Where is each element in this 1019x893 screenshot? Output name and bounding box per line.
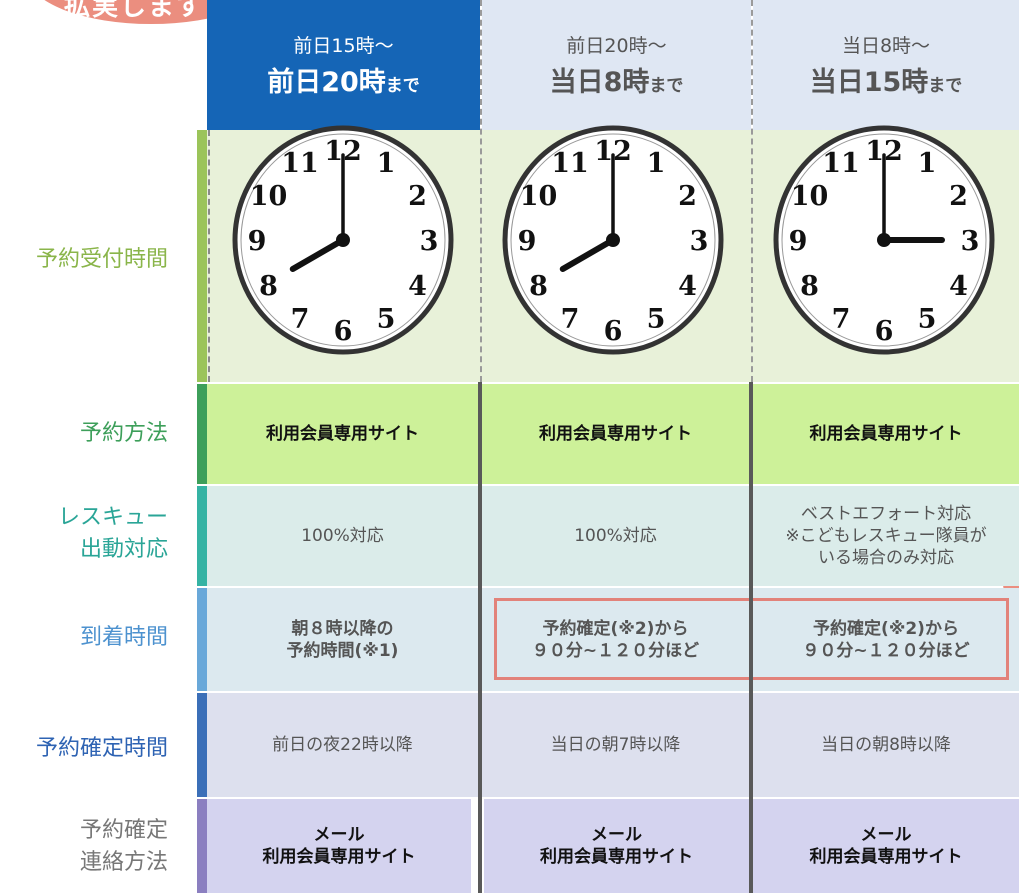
row-label-confirm-time: 予約確定時間 bbox=[35, 736, 168, 761]
clock-numeral: 6 bbox=[334, 316, 353, 347]
clock-numeral: 1 bbox=[918, 148, 937, 179]
clock-numeral: 3 bbox=[690, 226, 709, 257]
cell-arrival-2: 予約確定(※2)から ９０分~１２０分ほど bbox=[482, 588, 749, 691]
cell-arrival-3: 予約確定(※2)から ９０分~１２０分ほど bbox=[753, 588, 1019, 691]
callout-text: 拡実します! bbox=[64, 0, 218, 22]
dashed-divider bbox=[751, 0, 753, 382]
dashed-divider bbox=[480, 0, 482, 382]
header-time-to: 当日8時まで bbox=[549, 67, 684, 98]
cell-contact-3: メール 利用会員専用サイト bbox=[753, 799, 1019, 893]
clock-center-pin bbox=[606, 233, 620, 247]
clock-numeral: 1 bbox=[647, 148, 666, 179]
clock-numeral: 10 bbox=[791, 181, 829, 212]
row-bar-arrival bbox=[197, 588, 207, 691]
clock-hour-hand bbox=[559, 237, 616, 272]
header-time-from: 当日8時〜 bbox=[841, 35, 931, 57]
clock-numeral: 4 bbox=[678, 271, 697, 302]
column-separator bbox=[749, 382, 753, 893]
clock-numeral: 7 bbox=[561, 304, 580, 335]
cell-confirm-3: 当日の朝8時以降 bbox=[753, 693, 1019, 797]
row-bar-reception bbox=[197, 130, 207, 382]
row-bar-contact bbox=[197, 799, 207, 893]
clock-numeral: 6 bbox=[604, 316, 623, 347]
header-time-to: 前日20時まで bbox=[267, 67, 420, 98]
cell-contact-1: メール 利用会員専用サイト bbox=[207, 799, 471, 893]
clock-numeral: 4 bbox=[949, 271, 968, 302]
column-header-3: 当日8時〜 当日15時まで bbox=[753, 0, 1019, 130]
clock-numeral: 2 bbox=[408, 181, 427, 212]
clock-inner-ring bbox=[510, 133, 716, 347]
clock-numeral: 6 bbox=[875, 316, 894, 347]
clock-numeral: 5 bbox=[377, 304, 396, 335]
clock-numeral: 9 bbox=[518, 226, 537, 257]
header-time-from: 前日20時〜 bbox=[566, 35, 667, 57]
clock-center-pin bbox=[336, 233, 350, 247]
clock-inner-ring bbox=[240, 133, 446, 347]
column-separator bbox=[478, 382, 482, 893]
clock-numeral: 7 bbox=[832, 304, 851, 335]
cell-contact-2: メール 利用会員専用サイト bbox=[484, 799, 749, 893]
cell-confirm-1: 前日の夜22時以降 bbox=[207, 693, 478, 797]
cell-arrival-1: 朝８時以降の 予約時間(※1) bbox=[207, 588, 478, 691]
clock-numeral: 4 bbox=[408, 271, 427, 302]
clock-numeral: 9 bbox=[789, 226, 808, 257]
clock-numeral: 8 bbox=[529, 271, 548, 302]
cell-method-2: 利用会員専用サイト bbox=[482, 384, 749, 484]
cell-rescue-1: 100%対応 bbox=[207, 486, 478, 586]
clock-numeral: 5 bbox=[647, 304, 666, 335]
clock-numeral: 3 bbox=[961, 226, 980, 257]
row-label-rescue: レスキュー出動対応 bbox=[57, 505, 168, 562]
cell-method-3: 利用会員専用サイト bbox=[753, 384, 1019, 484]
clock-numeral: 11 bbox=[551, 148, 589, 179]
clock-inner-ring bbox=[781, 133, 987, 347]
clock-numeral: 3 bbox=[420, 226, 439, 257]
row-label-booking-method: 予約方法 bbox=[79, 421, 168, 446]
header-time-from: 前日15時〜 bbox=[293, 35, 394, 57]
clock-numeral: 2 bbox=[678, 181, 697, 212]
row-bar-confirm bbox=[197, 693, 207, 797]
clock-numeral: 10 bbox=[250, 181, 288, 212]
cell-method-1: 利用会員専用サイト bbox=[207, 384, 478, 484]
clock-numeral: 5 bbox=[918, 304, 937, 335]
cell-rescue-3: ベストエフォート対応 ※こどもレスキュー隊員が いる場合のみ対応 bbox=[753, 486, 1019, 586]
clock-numeral: 2 bbox=[949, 181, 968, 212]
clock-numeral: 11 bbox=[281, 148, 319, 179]
row-label-contact-method: 予約確定連絡方法 bbox=[79, 818, 168, 875]
column-header-1: 前日15時〜 前日20時まで bbox=[207, 0, 480, 130]
clock-numeral: 8 bbox=[800, 271, 819, 302]
clock-numeral: 8 bbox=[259, 271, 278, 302]
row-bar-method bbox=[197, 384, 207, 484]
clock-numeral: 7 bbox=[291, 304, 310, 335]
cell-confirm-2: 当日の朝7時以降 bbox=[482, 693, 749, 797]
header-time-to: 当日15時まで bbox=[809, 67, 963, 98]
column-header-2: 前日20時〜 当日8時まで bbox=[482, 0, 751, 130]
clock-numeral: 1 bbox=[377, 148, 396, 179]
row-bar-rescue bbox=[197, 486, 207, 586]
clock-center-pin bbox=[877, 233, 891, 247]
row-label-reception-time: 予約受付時間 bbox=[35, 247, 168, 272]
row-label-arrival-time: 到着時間 bbox=[79, 625, 168, 650]
clock-numeral: 11 bbox=[822, 148, 860, 179]
clock-hour-hand bbox=[289, 237, 346, 272]
dashed-divider bbox=[208, 130, 210, 382]
cell-rescue-2: 100%対応 bbox=[482, 486, 749, 586]
clock-numeral: 9 bbox=[248, 226, 267, 257]
clock-numeral: 10 bbox=[520, 181, 558, 212]
